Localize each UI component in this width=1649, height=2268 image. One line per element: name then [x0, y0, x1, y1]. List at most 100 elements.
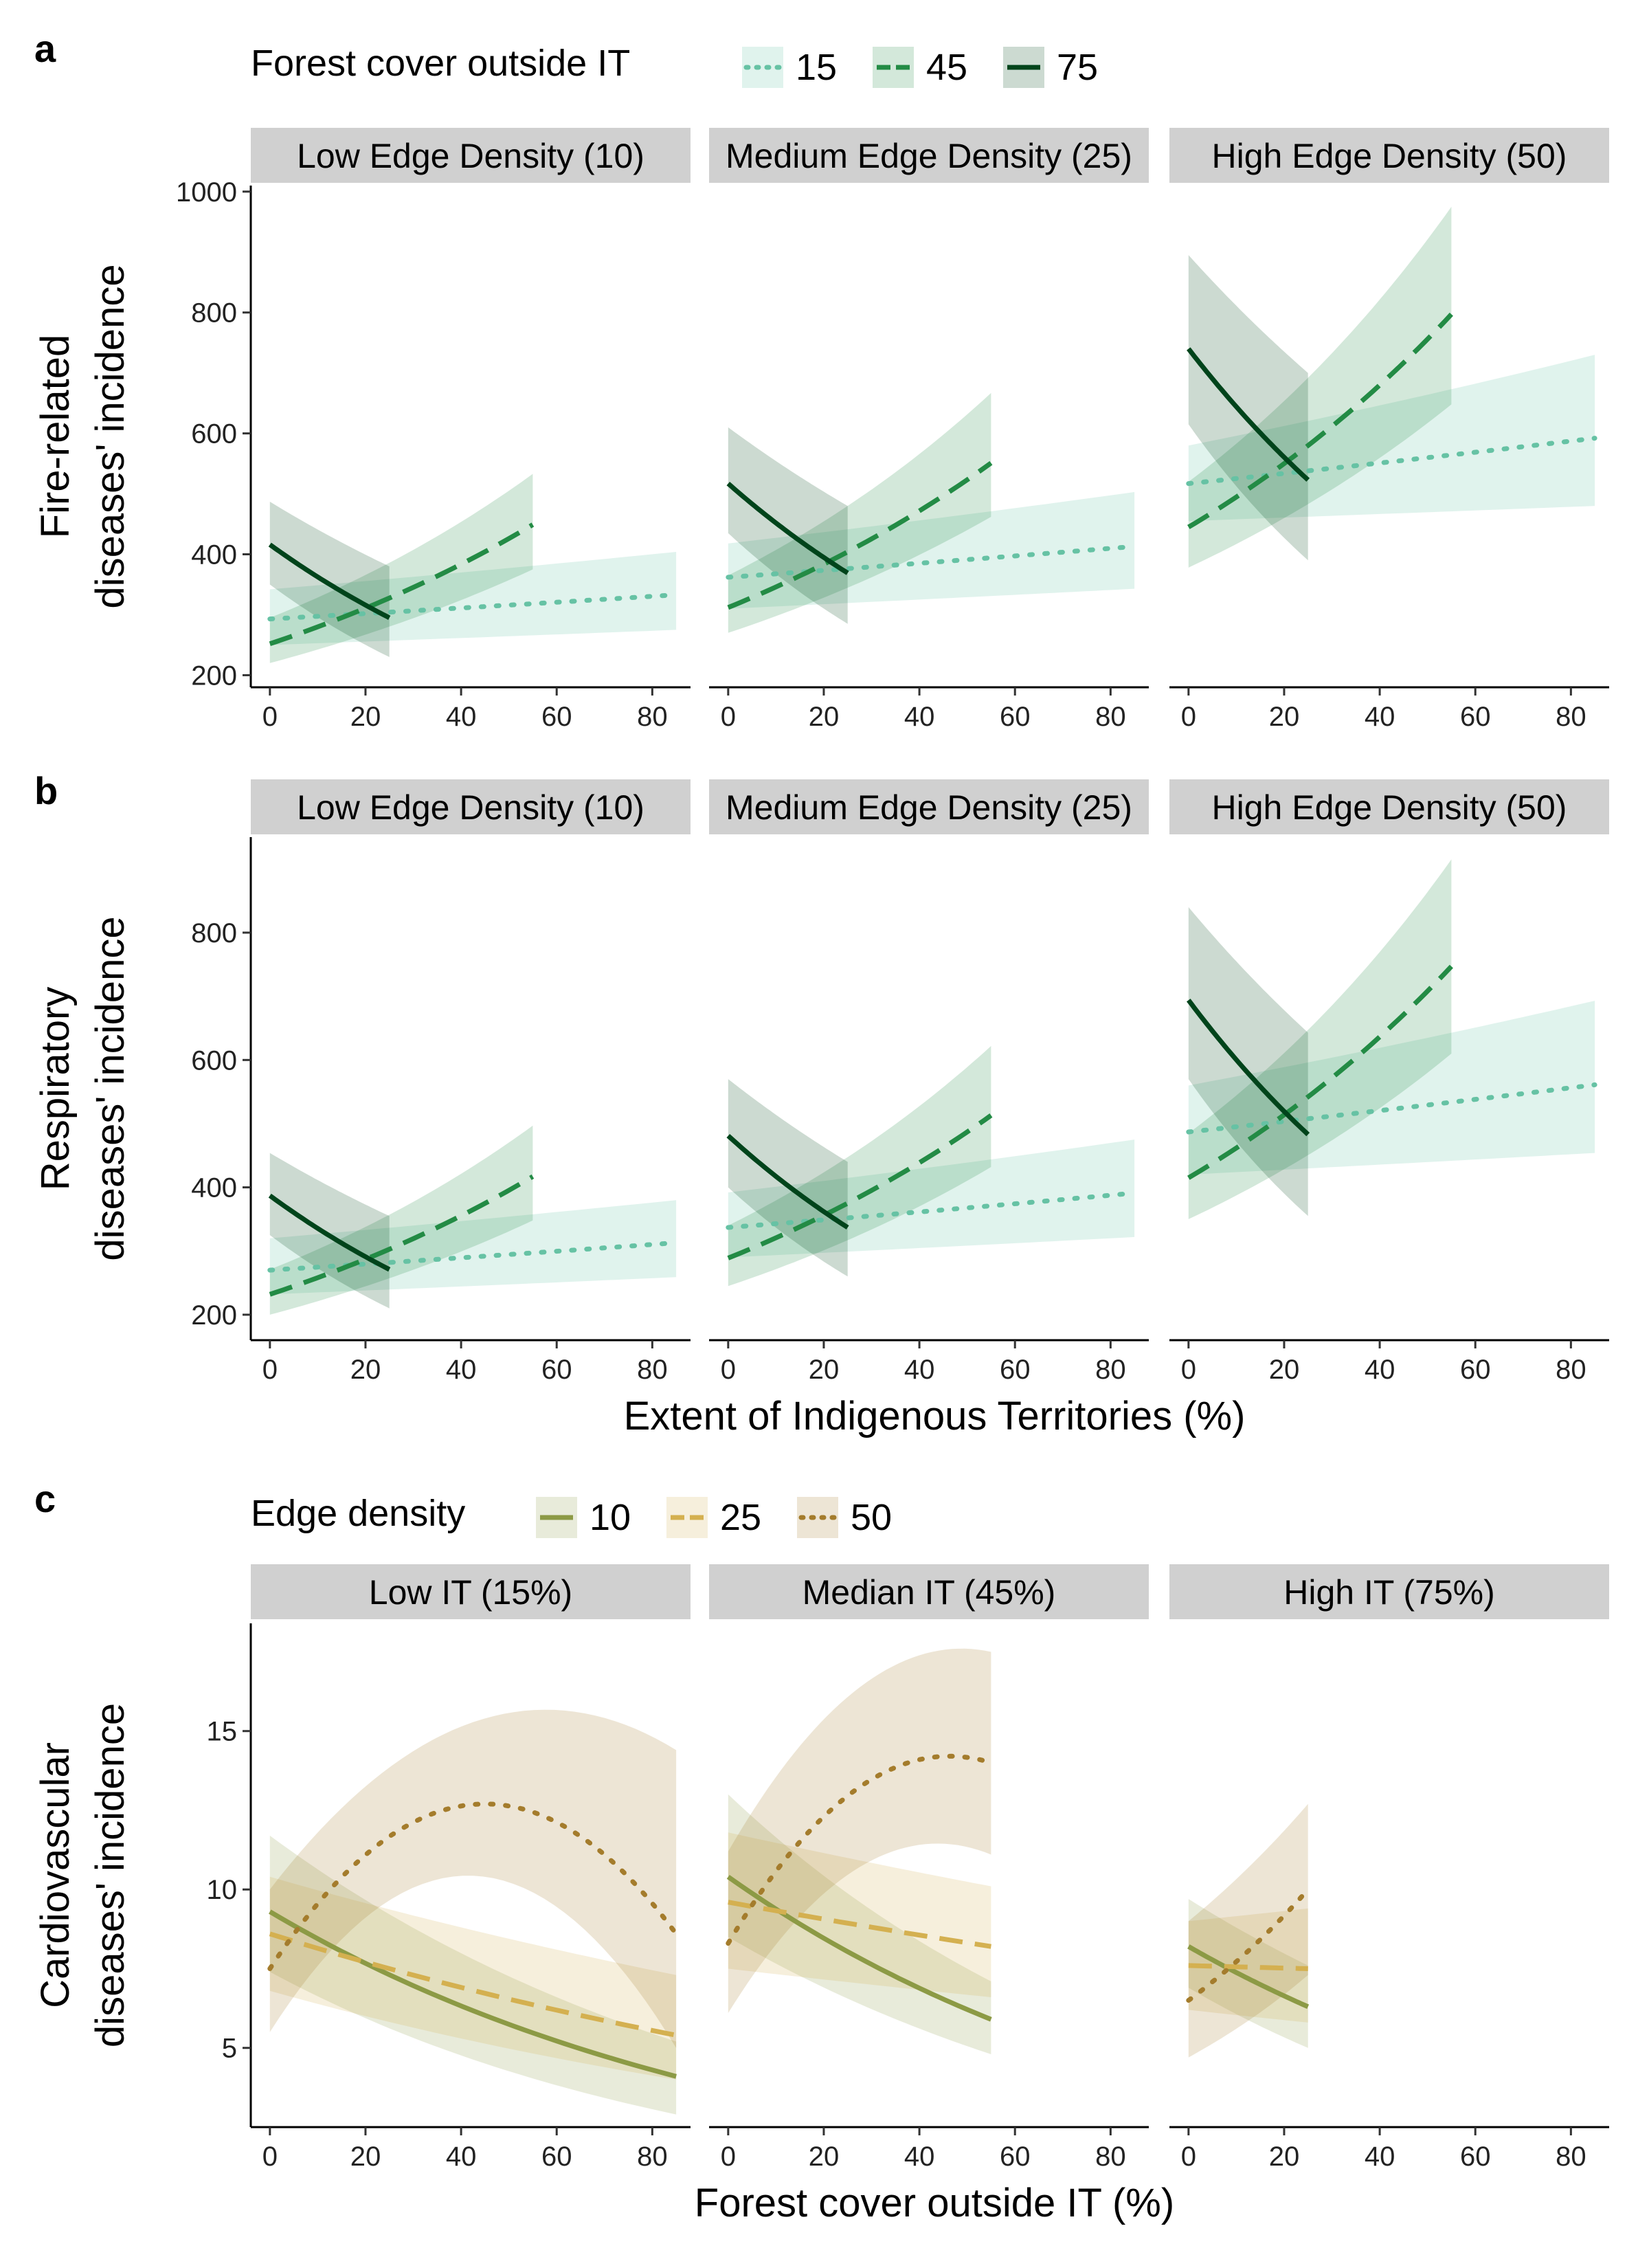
- x-tick-label: 40: [446, 2142, 477, 2172]
- series-line: [269, 522, 535, 647]
- y-tick-label: 400: [191, 540, 237, 570]
- x-tick-label: 0: [262, 1355, 278, 1385]
- facet-strip-label: Low Edge Density (10): [297, 788, 644, 827]
- y-tick-label: 5: [222, 2034, 237, 2064]
- legend-label: 15: [796, 47, 837, 88]
- x-tick-label: 0: [721, 1355, 736, 1385]
- facet-strip-label: Medium Edge Density (25): [726, 137, 1132, 175]
- facet-strip-label: High Edge Density (50): [1212, 137, 1567, 175]
- panel-label: a: [34, 27, 56, 70]
- x-tick-label: 80: [637, 1355, 668, 1385]
- x-tick-label: 20: [350, 2142, 381, 2172]
- x-tick-label: 80: [1095, 1355, 1126, 1385]
- confidence-band: [728, 427, 848, 624]
- confidence-band: [1188, 255, 1308, 561]
- y-tick-label: 200: [191, 660, 237, 691]
- x-tick-label: 0: [721, 702, 736, 732]
- ribbon-layer: [269, 206, 1595, 2115]
- x-tick-label: 60: [1460, 702, 1491, 732]
- facet-strip-label: Medium Edge Density (25): [726, 788, 1132, 827]
- series-line: [268, 1193, 391, 1272]
- x-tick-label: 0: [262, 2142, 278, 2172]
- legend-label: 50: [851, 1497, 892, 1538]
- confidence-band: [269, 1153, 390, 1309]
- facet-strip: [1169, 779, 1609, 834]
- confidence-band: [728, 1139, 1135, 1258]
- facet-strip: [251, 1564, 691, 1619]
- series-line: [727, 460, 993, 610]
- legend-title: Edge density: [251, 1493, 465, 1534]
- x-tick-label: 60: [1000, 1355, 1031, 1385]
- facet-strip-label: Low Edge Density (10): [297, 137, 644, 175]
- x-axis-title: Forest cover outside IT (%): [695, 2181, 1174, 2225]
- x-tick-label: 80: [1556, 2142, 1586, 2172]
- series-line: [726, 481, 849, 575]
- x-tick-label: 0: [1181, 2142, 1196, 2172]
- series-line: [1187, 999, 1310, 1137]
- series-line: [728, 1900, 991, 1949]
- x-tick-label: 80: [1556, 1355, 1586, 1385]
- series-line: [269, 1174, 535, 1297]
- series-line: [1187, 312, 1453, 529]
- x-tick-label: 40: [904, 702, 935, 732]
- confidence-band: [728, 1079, 848, 1277]
- y-tick-label: 15: [207, 1717, 238, 1747]
- facet-strip: [251, 128, 691, 183]
- x-tick-label: 40: [1365, 1355, 1395, 1385]
- series-line: [726, 1133, 849, 1230]
- y-tick-label: 600: [191, 1045, 237, 1076]
- x-tick-label: 60: [1000, 702, 1031, 732]
- line-layer: [267, 312, 1597, 2079]
- x-tick-label: 60: [1460, 1355, 1491, 1385]
- x-tick-label: 80: [637, 2142, 668, 2172]
- y-axis-title: Respiratory: [33, 987, 78, 1191]
- x-tick-label: 40: [1365, 702, 1395, 732]
- facet-strip: [709, 1564, 1149, 1619]
- legend-title: Forest cover outside IT: [251, 43, 630, 84]
- confidence-band: [269, 502, 390, 657]
- legend-label: 75: [1057, 47, 1098, 88]
- facet-strip-label: High IT (75%): [1283, 1573, 1495, 1612]
- y-tick-label: 10: [207, 1875, 238, 1905]
- y-tick-label: 200: [191, 1300, 237, 1331]
- x-tick-label: 20: [809, 2142, 840, 2172]
- panel-label: b: [34, 769, 58, 812]
- confidence-band: [728, 1832, 991, 1997]
- x-tick-label: 0: [1181, 1355, 1196, 1385]
- x-tick-label: 80: [637, 702, 668, 732]
- x-tick-label: 40: [446, 1355, 477, 1385]
- confidence-band: [1188, 1899, 1308, 2048]
- series-line: [726, 1874, 992, 2022]
- panel-label: c: [34, 1477, 56, 1520]
- series-line: [1187, 964, 1453, 1180]
- legend-label: 25: [720, 1497, 761, 1538]
- series-line: [727, 1113, 993, 1260]
- x-tick-label: 40: [1365, 2142, 1395, 2172]
- y-axis-title: diseases' incidence: [88, 916, 133, 1260]
- series-line: [1188, 1963, 1308, 1971]
- series-line: [1187, 1944, 1310, 2010]
- confidence-band: [269, 1876, 677, 2080]
- x-tick-label: 0: [262, 702, 278, 732]
- facet-strip-label: Median IT (45%): [803, 1573, 1056, 1612]
- x-tick-label: 60: [1460, 2142, 1491, 2172]
- facet-strip: [1169, 128, 1609, 183]
- confidence-band: [728, 392, 991, 633]
- x-tick-label: 20: [809, 1355, 840, 1385]
- x-tick-label: 0: [1181, 702, 1196, 732]
- x-tick-label: 20: [350, 1355, 381, 1385]
- x-axis-title: Extent of Indigenous Territories (%): [624, 1394, 1246, 1438]
- series-line: [269, 1909, 677, 2079]
- facet-strip: [1169, 1564, 1609, 1619]
- x-tick-label: 40: [446, 702, 477, 732]
- x-tick-label: 20: [809, 702, 840, 732]
- legend-label: 45: [926, 47, 967, 88]
- axes-layer: [243, 47, 1609, 2135]
- confidence-band: [1188, 907, 1308, 1216]
- facet-strip: [251, 779, 691, 834]
- series-line: [726, 1753, 994, 1946]
- confidence-band: [269, 1709, 677, 2048]
- x-tick-label: 20: [1269, 702, 1300, 732]
- confidence-band: [1188, 1001, 1595, 1175]
